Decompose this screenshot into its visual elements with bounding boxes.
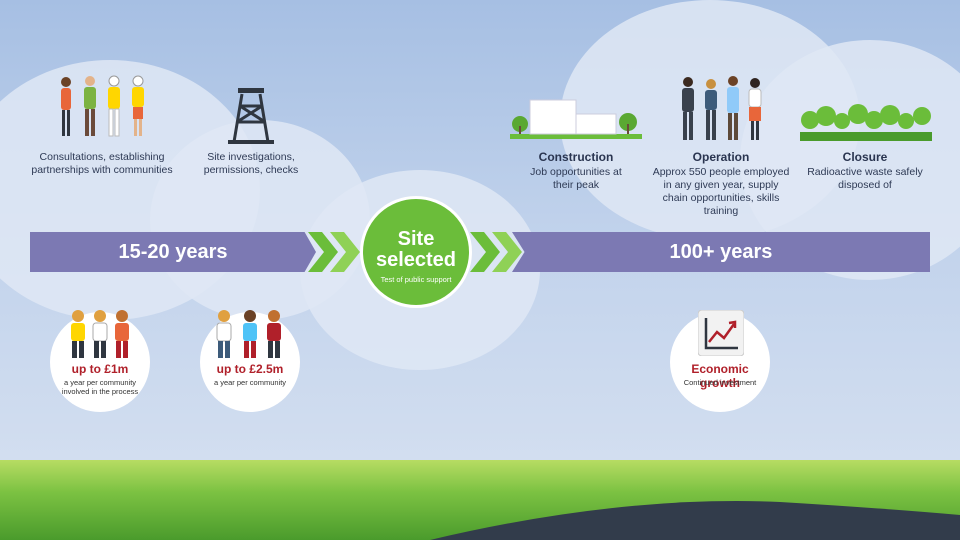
funding-bubble-2: up to £2.5m a year per community — [200, 310, 300, 412]
closure-title: Closure — [842, 150, 888, 164]
operation-caption: Operation Approx 550 people employed in … — [650, 151, 792, 218]
phase2-duration-bar: 100+ years — [512, 232, 930, 272]
construction-desc: Job opportunities at their peak — [530, 166, 622, 191]
phase2-duration-label: 100+ years — [669, 240, 773, 263]
funding-desc-1: a year per community involved in the pro… — [61, 378, 139, 396]
site-selected-title: Site selected — [375, 228, 457, 271]
growth-chart-icon — [698, 310, 744, 356]
drilling-rig-icon — [228, 88, 274, 144]
site-selected-milestone: Site selected Test of public support — [360, 196, 472, 308]
construction-caption: Construction Job opportunities at their … — [520, 151, 632, 192]
economic-growth-desc: Continued investment — [683, 378, 757, 387]
economic-growth-title: Economic growth — [691, 362, 749, 390]
funding-desc-2: a year per community — [213, 378, 287, 387]
operation-desc: Approx 550 people employed in any given … — [652, 166, 790, 217]
site-selected-subtitle: Test of public support — [380, 275, 452, 284]
closure-trees-icon — [800, 104, 932, 141]
consultations-caption: Consultations, establishing partnerships… — [31, 151, 173, 176]
operation-workers-icon — [682, 76, 762, 140]
phase1-duration-label: 15-20 years — [118, 240, 228, 263]
funding-amount-1: up to £1m — [71, 362, 129, 376]
operation-title: Operation — [692, 150, 750, 164]
construction-title: Construction — [538, 150, 614, 164]
community-people-icon — [216, 310, 281, 358]
funding-bubble-1: up to £1m a year per community involved … — [50, 310, 150, 412]
consultation-people-icon — [61, 75, 144, 137]
closure-caption: Closure Radioactive waste safely dispose… — [802, 151, 928, 192]
economic-growth-bubble: Economic growth Continued investment — [670, 310, 770, 412]
closure-desc: Radioactive waste safely disposed of — [807, 166, 923, 191]
phase1-duration-bar: 15-20 years — [30, 232, 316, 272]
funding-amount-2: up to £2.5m — [216, 362, 284, 376]
chevron-arrows-left-icon — [308, 232, 360, 272]
chevron-arrows-right-icon — [470, 232, 522, 272]
investigations-caption: Site investigations, permissions, checks — [203, 151, 299, 176]
community-people-icon — [71, 310, 129, 358]
construction-building-icon — [510, 99, 642, 139]
